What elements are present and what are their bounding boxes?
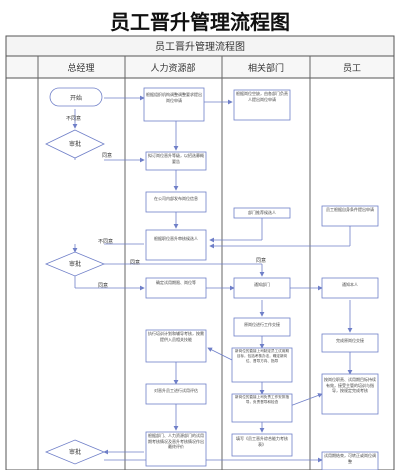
lane-gm: 总经理: [67, 62, 94, 74]
node-emp-end: [321, 451, 379, 470]
lane-header-row: [5, 55, 395, 79]
node-dept-fill: [231, 433, 293, 457]
flow-title: 员工晋升管理流程图: [155, 40, 245, 53]
node-hr-notify: [145, 277, 207, 299]
node-hr-review: [145, 229, 207, 261]
lane-emp: 员工: [343, 63, 361, 74]
node-hr-evaluate-label: 对晋升员工进行试用评估: [154, 388, 198, 393]
node-hr-adjust-label: 根据组织机构调整调整要求提出岗位申请: [146, 92, 202, 103]
node-hr-result-label: 根据部门、人力资源部门的试用期考核情况及晋升考核情况作出最终评价: [148, 433, 204, 449]
node-hr-evaluate: [145, 383, 207, 405]
node-emp-apply: [321, 205, 379, 227]
lane-hr: 人力资源部: [150, 62, 195, 74]
node-emp-end-label: 试用期结束，可转正或岗位调整: [324, 453, 376, 464]
node-hr-publish-label: 拟订岗位晋升等级，以招选募概要告: [148, 153, 204, 164]
node-start: [49, 87, 103, 107]
node-start-label: 开始: [70, 94, 82, 102]
node-approve-gm-1: [45, 129, 105, 159]
lane-dept: 相关部门: [248, 62, 284, 74]
node-approve-gm-2-label: 审批: [69, 260, 81, 268]
node-dept-recommend-label: 部门推荐候选人: [248, 210, 276, 215]
node-approve-gm-2: [44, 251, 106, 277]
node-dept-arrange-label: 原岗位进行工作交接: [244, 322, 280, 327]
node-dept-notify: [233, 277, 291, 299]
node-hr-adjust: [143, 87, 205, 122]
node-hr-internal: [145, 191, 207, 213]
node-emp-accept: [321, 373, 379, 415]
node-dept-supervise: [231, 393, 293, 423]
node-hr-internal-label: 在公司内部发布岗位信息: [154, 196, 198, 201]
edge-label-agree-3: 同意: [256, 257, 266, 264]
node-dept-request-label: 根据岗位空缺，由各部门负责人提出岗位申请: [236, 91, 288, 102]
edge-label-return-1: 同意: [102, 152, 112, 159]
node-emp-handover: [321, 333, 379, 353]
node-dept-supervise-label: 新岗位的直接上司负责工作安排指导，负责督导和检查: [235, 395, 289, 404]
node-hr-result: [145, 431, 207, 467]
node-dept-arrange: [233, 317, 291, 337]
edge-label-disagree-3: 同意: [98, 282, 108, 289]
node-approve-gm-3-label: 审批: [69, 448, 81, 456]
node-dept-recommend: [233, 207, 291, 219]
page-title: 员工晋升管理流程图: [110, 10, 290, 34]
node-hr-publish: [145, 151, 207, 171]
node-emp-handover-label: 完成原岗位交接: [336, 338, 364, 343]
node-hr-review-label: 根据职位晋升审核候选人: [154, 236, 198, 241]
node-dept-fill-label: 填写《员工晋升综合能力考核表》: [236, 436, 288, 447]
node-dept-plan-label: 新岗位的直接上司制定员工试用期目标，包括考核办法，确定新岗位、督导方向、指导: [235, 349, 289, 363]
edge-label-disagree-2: 不同意: [98, 238, 113, 245]
edge-label-disagree-1: 不同意: [66, 115, 81, 122]
node-approve-gm-1-label: 审批: [69, 140, 81, 148]
node-hr-train-label: 执行培训计划和辅导考核，按需提供入员相关技能: [148, 331, 204, 342]
node-hr-notify-label: 确定试用期限、岗位等: [156, 280, 196, 285]
node-hr-train: [145, 329, 207, 363]
node-emp-notify-label: 通知本人: [342, 282, 358, 287]
node-dept-request: [233, 89, 291, 121]
edge-label-agree-2: 同意: [130, 259, 140, 266]
node-emp-notify: [321, 277, 379, 299]
node-dept-notify-label: 通知部门: [254, 282, 270, 287]
node-dept-plan: [231, 347, 293, 383]
node-emp-apply-label: 员工根据自身条件提出申请: [326, 207, 374, 212]
node-approve-gm-3: [44, 439, 106, 465]
node-emp-accept-label: 按岗位职责、试用期目标持续有效，接受主管的培训与指导，按规定完成考核: [324, 377, 376, 393]
